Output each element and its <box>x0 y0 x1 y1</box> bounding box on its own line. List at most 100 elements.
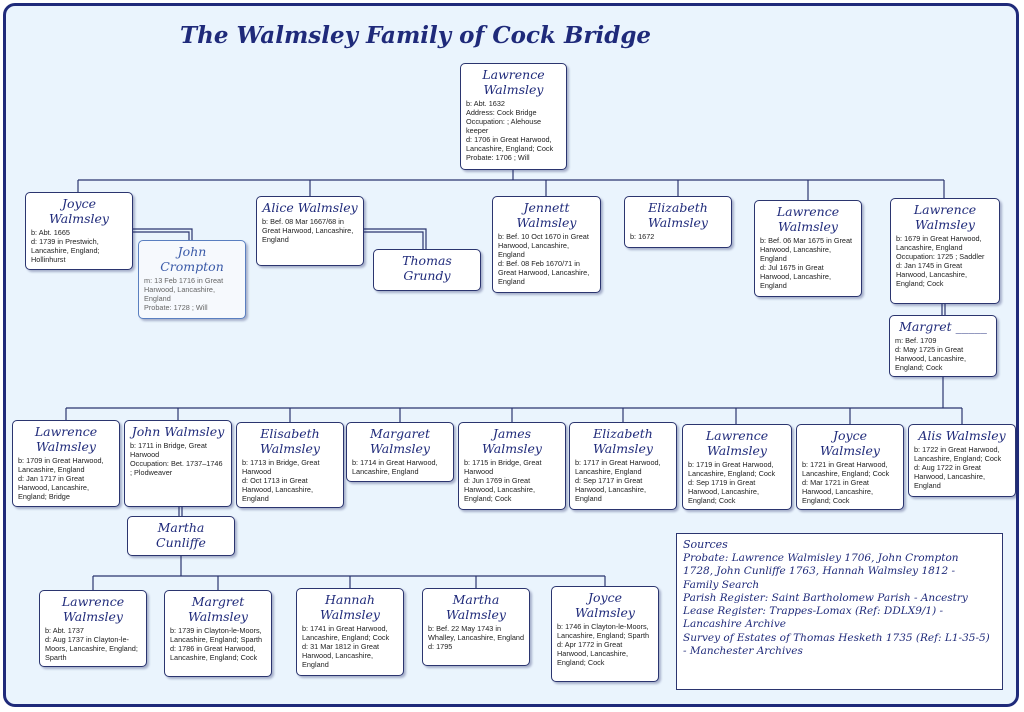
detail-line: Occupation: 1725 ; Saddler <box>896 252 985 261</box>
detail-line: d: Sep 1719 in Great Harwood, Lancashire… <box>688 478 759 505</box>
person-name: John Crompton <box>160 244 224 274</box>
line-marriage-lawrence1679 <box>941 304 946 315</box>
detail-line: b: 1672 <box>630 232 655 241</box>
person-card[interactable]: Alis Walmsley b: 1722 in Great Harwood, L… <box>908 424 1016 497</box>
detail-line: d: Bef. 08 Feb 1670/71 in Great Harwood,… <box>498 259 590 286</box>
person-details: b: 1721 in Great Harwood, Lancashire, En… <box>802 460 898 505</box>
person-name: Lawrence Walmsley <box>705 428 769 458</box>
person-card[interactable]: Lawrence Walmsley b: 1709 in Great Harwoo… <box>12 420 120 507</box>
person-card[interactable]: Joyce Walmsley b: 1721 in Great Harwood, … <box>796 424 904 510</box>
detail-line: b: 1739 in Clayton-le-Moors, Lancashire,… <box>170 626 263 644</box>
detail-line: d: May 1725 in Great Harwood, Lancashire… <box>895 345 966 372</box>
person-details: b: Bef. 06 Mar 1675 in Great Harwood, La… <box>760 236 856 290</box>
detail-line: b: Bef. 06 Mar 1675 in Great Harwood, La… <box>760 236 853 263</box>
detail-line: b: 1719 in Great Harwood, Lancashire, En… <box>688 460 776 478</box>
person-details: b: Bef. 10 Oct 1670 in Great Harwood, La… <box>498 232 595 286</box>
source-line: Lancashire Archive <box>683 618 786 631</box>
detail-line: b: 1721 in Great Harwood, Lancashire, En… <box>802 460 890 478</box>
detail-line: d: 1706 in Great Harwood, Lancashire, En… <box>466 135 554 153</box>
detail-line: d: Mar 1721 in Great Harwood, Lancashire… <box>802 478 873 505</box>
detail-line: m: Bef. 1709 <box>895 336 937 345</box>
person-name: Margret _____ <box>899 319 987 334</box>
person-name: Lawrence Walmsley <box>482 67 545 97</box>
detail-line: d: Jul 1675 in Great Harwood, Lancashire… <box>760 263 831 290</box>
source-line: Lease Register: Trappes-Lomax (Ref: DDLX… <box>683 605 944 618</box>
sources-heading: Sources <box>683 538 728 551</box>
person-card[interactable]: Hannah Walmsley b: 1741 in Great Harwood,… <box>296 588 404 676</box>
person-name: Alis Walmsley <box>918 428 1006 443</box>
detail-line: b: Bef. 22 May 1743 in Whalley, Lancashi… <box>428 624 524 642</box>
detail-line: d: Sep 1717 in Great Harwood, Lancashire… <box>575 476 646 503</box>
detail-line: d: Aug 1737 in Clayton-le-Moors, Lancash… <box>45 635 138 662</box>
person-card[interactable]: Alice Walmsley b: Bef. 08 Mar 1667/68 in … <box>256 196 364 266</box>
person-name: Elisabeth Walmsley <box>260 426 320 456</box>
person-name: Elizabeth Walmsley <box>593 426 653 456</box>
person-name: Martha Cunliffe <box>156 520 206 550</box>
person-name: Hannah Walmsley <box>320 592 380 622</box>
person-card[interactable]: Margaret Walmsley b: 1714 in Great Harwoo… <box>346 422 454 482</box>
detail-line: d: 1786 in Great Harwood, Lancashire, En… <box>170 644 258 662</box>
person-card[interactable]: Elizabeth Walmsley b: 1672 <box>624 196 732 248</box>
line-marriage-joyce <box>133 228 193 240</box>
line-marriage-alice <box>364 228 427 249</box>
person-details: b: Bef. 22 May 1743 in Whalley, Lancashi… <box>428 624 524 651</box>
person-name: John Walmsley <box>131 424 225 439</box>
detail-line: b: 1714 in Great Harwood, Lancashire, En… <box>352 458 438 476</box>
detail-line: d: Aug 1722 in Great Harwood, Lancashire… <box>914 463 985 490</box>
person-name: Alice Walmsley <box>262 200 358 215</box>
spouse-card[interactable]: Martha Cunliffe <box>127 516 235 556</box>
person-details: b: 1746 in Clayton-le-Moors, Lancashire,… <box>557 622 653 667</box>
detail-line: b: 1741 in Great Harwood, Lancashire, En… <box>302 624 390 642</box>
person-details: b: 1739 in Clayton-le-Moors, Lancashire,… <box>170 626 266 662</box>
person-name: Elizabeth Walmsley <box>648 200 708 230</box>
detail-line: d: 31 Mar 1812 in Great Harwood, Lancash… <box>302 642 380 669</box>
person-details: b: 1741 in Great Harwood, Lancashire, En… <box>302 624 398 669</box>
detail-line: b: 1722 in Great Harwood, Lancashire, En… <box>914 445 1002 463</box>
line-marriage-john1711 <box>178 507 183 516</box>
detail-line: Probate: 1728 ; Will <box>144 303 208 312</box>
detail-line: Occupation: ; Alehouse keeper <box>466 117 542 135</box>
person-name: Margaret Walmsley <box>369 426 431 456</box>
person-details: b: 1719 in Great Harwood, Lancashire, En… <box>688 460 786 505</box>
source-line: Probate: Lawrence Walmisley 1706, John C… <box>683 552 959 564</box>
detail-line: b: 1746 in Clayton-le-Moors, Lancashire,… <box>557 622 650 640</box>
spouse-card[interactable]: Thomas Grundy <box>373 249 481 291</box>
detail-line: b: Bef. 08 Mar 1667/68 in Great Harwood,… <box>262 217 354 244</box>
person-name: Lawrence Walmsley <box>34 424 98 454</box>
detail-line: Address: Cock Bridge <box>466 108 537 117</box>
person-name: Jennett Walmsley <box>516 200 577 230</box>
detail-line: b: 1717 in Great Harwood, Lancashire, En… <box>575 458 661 476</box>
detail-line: b: 1709 in Great Harwood, Lancashire, En… <box>18 456 104 474</box>
person-name: Lawrence Walmsley <box>61 594 125 624</box>
person-card[interactable]: Elizabeth Walmsley b: 1717 in Great Harwo… <box>569 422 677 510</box>
source-line: Parish Register: Saint Bartholomew Paris… <box>683 591 968 604</box>
detail-line: d: Oct 1713 in Great Harwood, Lancashire… <box>242 476 313 503</box>
person-card[interactable]: Lawrence Walmsley b: 1719 in Great Harwoo… <box>682 424 792 510</box>
detail-line: d: Jan 1745 in Great Harwood, Lancashire… <box>896 261 967 288</box>
detail-line: d: Jun 1769 in Great Harwood, Lancashire… <box>464 476 535 503</box>
person-name: Joyce Walmsley <box>820 428 880 458</box>
person-name: Lawrence Walmsley <box>776 204 840 234</box>
detail-line: d: 1795 <box>428 642 453 651</box>
person-name: James Walmsley <box>482 426 542 456</box>
person-details: b: 1717 in Great Harwood, Lancashire, En… <box>575 458 671 503</box>
